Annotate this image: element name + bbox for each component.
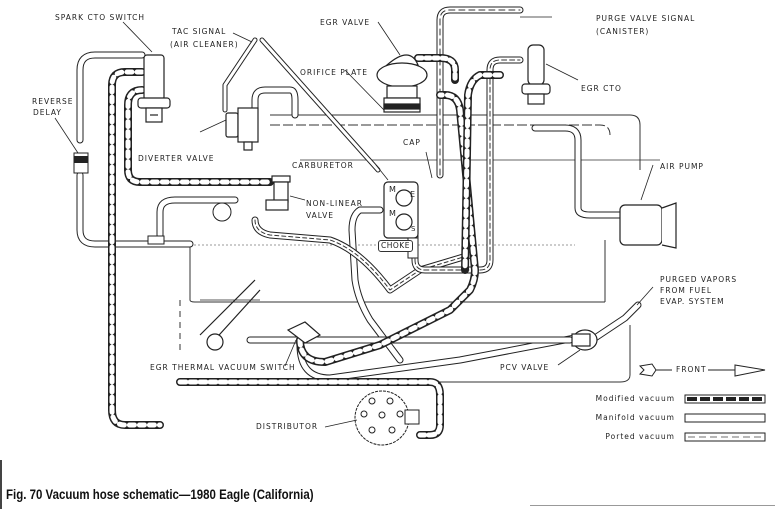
legend-swatch-ported <box>684 432 766 442</box>
label-tac-signal: TAC signal <box>172 27 227 36</box>
page-edge <box>0 460 2 509</box>
label-port-s: S <box>411 225 416 233</box>
label-purge-valve-signal-sub: (Canister) <box>596 27 650 36</box>
label-orifice-plate: Orifice plate <box>300 68 368 77</box>
label-reverse-delay: Reverse <box>32 97 74 106</box>
label-port-e: E <box>410 190 416 199</box>
label-non-linear-valve: Non-linear <box>306 199 363 208</box>
modified-vacuum-hoses <box>108 54 504 439</box>
label-front: Front <box>676 365 707 374</box>
label-port-m1: M <box>389 185 396 194</box>
label-purge-valve-signal: Purge valve signal <box>596 14 696 23</box>
label-purged-vapors-3: evap. system <box>660 297 725 306</box>
legend-label-modified: Modified vacuum <box>595 394 675 403</box>
label-diverter-valve: Diverter valve <box>138 154 215 163</box>
spark-cto-switch <box>137 54 171 123</box>
label-spark-cto-switch: Spark CTO switch <box>55 13 145 22</box>
label-distributor: Distributor <box>256 422 319 431</box>
label-non-linear-valve-sub: valve <box>306 211 335 220</box>
air-pump <box>619 202 677 249</box>
legend-label-manifold: Manifold vacuum <box>595 413 675 422</box>
label-reverse-delay-sub: delay <box>33 108 62 117</box>
label-tac-signal-sub: (Air cleaner) <box>170 40 239 49</box>
legend-label-ported: Ported vacuum <box>605 432 675 441</box>
distributor <box>354 390 420 446</box>
legend-swatch-manifold <box>684 413 766 423</box>
egr-thermal-vacuum-switch <box>199 279 322 351</box>
label-egr-cto: EGR CTO <box>581 84 622 93</box>
divider <box>530 505 775 506</box>
label-choke: Choke <box>378 240 413 252</box>
egr-cto <box>521 44 551 105</box>
label-pcv-valve: PCV valve <box>500 363 550 372</box>
non-linear-valve <box>265 175 291 211</box>
figure-caption: Fig. 70 Vacuum hose schematic—1980 Eagle… <box>6 486 314 502</box>
label-purged-vapors: Purged vapors <box>660 275 738 284</box>
label-air-pump: Air pump <box>660 162 704 171</box>
leader-lines <box>54 16 654 428</box>
label-egr-thermal-vacuum-switch: EGR thermal vacuum switch <box>150 363 296 372</box>
label-egr-valve: EGR valve <box>320 18 371 27</box>
label-carburetor: Carburetor <box>292 161 354 170</box>
manifold-vacuum-hoses <box>76 37 642 382</box>
ported-vacuum-hoses <box>251 6 524 294</box>
label-purged-vapors-2: from fuel <box>660 286 713 295</box>
front-arrow-icon <box>638 363 766 377</box>
legend-swatch-modified <box>684 394 766 404</box>
label-port-m2: M <box>389 209 396 218</box>
egr-valve <box>376 54 428 113</box>
carburetor <box>383 181 419 239</box>
label-cap: Cap <box>403 138 421 147</box>
reverse-delay <box>73 152 89 174</box>
diverter-valve <box>225 107 259 151</box>
pcv-valve <box>571 329 598 351</box>
